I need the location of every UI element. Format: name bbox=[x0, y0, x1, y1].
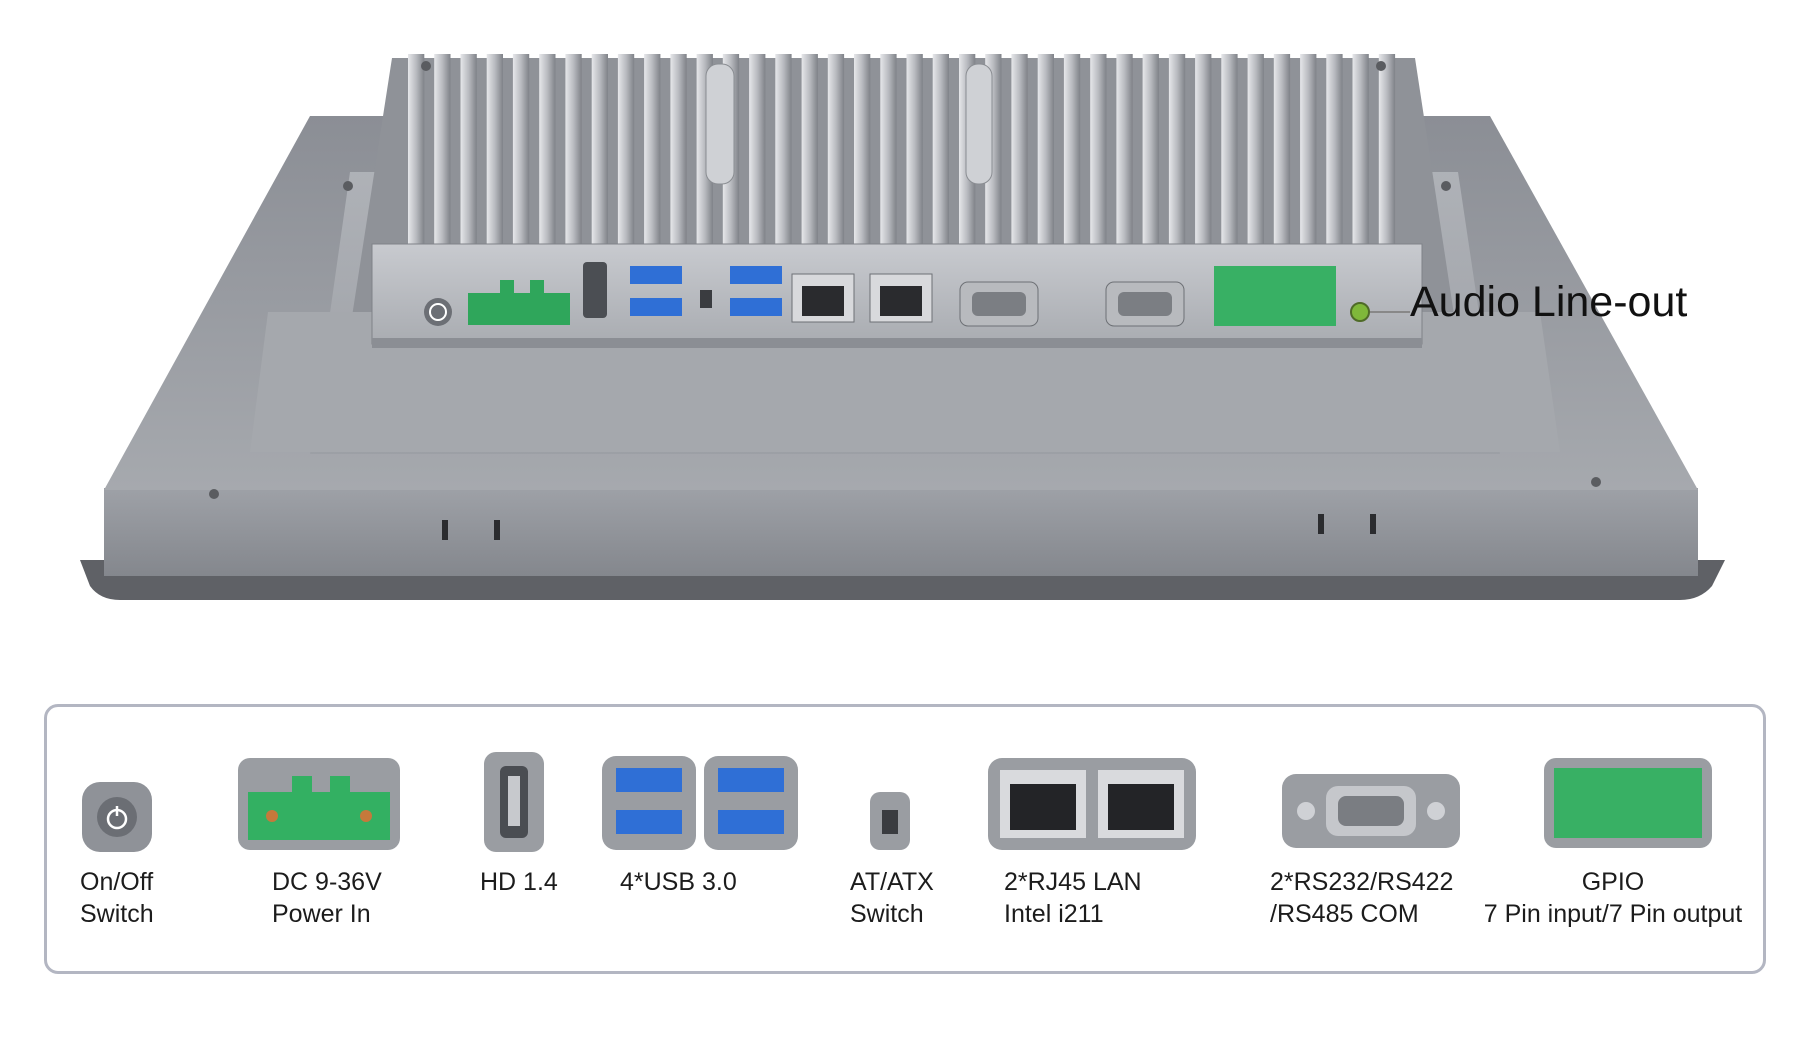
gpio-terminal-icon bbox=[1544, 758, 1712, 848]
rj45-ports-icon bbox=[988, 758, 1196, 850]
label-com: 2*RS232/RS422 /RS485 COM bbox=[1270, 866, 1453, 930]
heatsink-fin bbox=[486, 54, 503, 244]
dc-terminal-icon bbox=[238, 758, 400, 850]
heatsink-fin bbox=[644, 54, 661, 244]
label-rj45-line1: 2*RJ45 LAN bbox=[1004, 868, 1142, 896]
heatsink-fin bbox=[1037, 54, 1054, 244]
heatsink-fin bbox=[670, 54, 687, 244]
hdmi-port-icon bbox=[484, 752, 544, 852]
heatsink-fin bbox=[1116, 54, 1133, 244]
heatsink-fin bbox=[749, 54, 766, 244]
label-dc: DC 9-36V Power In bbox=[272, 866, 382, 930]
label-hd-line1: HD 1.4 bbox=[480, 868, 558, 896]
label-gpio: GPIO 7 Pin input/7 Pin output bbox=[1480, 866, 1746, 930]
label-usb: 4*USB 3.0 bbox=[620, 866, 737, 898]
at-atx-switch-icon bbox=[870, 792, 910, 850]
heatsink-fin bbox=[801, 54, 818, 244]
heatsink-fin bbox=[1221, 54, 1238, 244]
com-port-icon bbox=[1282, 774, 1460, 848]
heatsink-fin bbox=[1247, 54, 1264, 244]
label-com-line1: 2*RS232/RS422 bbox=[1270, 868, 1454, 896]
heatsink-fin bbox=[617, 54, 635, 244]
label-at-atx-line1: AT/ATX bbox=[850, 868, 934, 896]
panel-pc-rear-view bbox=[80, 54, 1725, 600]
heatsink-fin bbox=[906, 54, 923, 244]
label-gpio-line2: 7 Pin input/7 Pin output bbox=[1483, 900, 1743, 928]
heatsink-fin bbox=[880, 54, 897, 244]
heatsink-fin bbox=[932, 54, 949, 244]
heatsink-fin bbox=[1352, 54, 1369, 244]
label-hd: HD 1.4 bbox=[480, 866, 558, 898]
label-at-atx-line2: Switch bbox=[850, 900, 924, 928]
label-usb-line1: 4*USB 3.0 bbox=[620, 868, 737, 896]
label-rj45: 2*RJ45 LAN Intel i211 bbox=[1004, 866, 1142, 930]
usb-ports-icon bbox=[602, 756, 798, 850]
heatsink-fin bbox=[1142, 54, 1159, 244]
heatsink-fin bbox=[565, 54, 582, 244]
heatsink-fin bbox=[1195, 54, 1212, 244]
label-on-off: On/Off Switch bbox=[80, 866, 154, 930]
label-dc-line1: DC 9-36V bbox=[272, 868, 382, 896]
heatsink-fin bbox=[591, 54, 608, 244]
heatsink-fin bbox=[1168, 54, 1186, 244]
heatsink-fin bbox=[1273, 54, 1291, 244]
heatsink-fin bbox=[512, 54, 530, 244]
heatsink-fin bbox=[408, 54, 425, 244]
label-rj45-line2: Intel i211 bbox=[1004, 900, 1104, 928]
label-com-line2: /RS485 COM bbox=[1270, 900, 1419, 928]
label-dc-line2: Power In bbox=[272, 900, 371, 928]
heatsink-fin bbox=[434, 54, 451, 244]
heatsink-fin bbox=[775, 54, 792, 244]
heatsink-fin bbox=[1011, 54, 1028, 244]
label-at-atx: AT/ATX Switch bbox=[850, 866, 934, 930]
label-on-off-line2: Switch bbox=[80, 900, 154, 928]
label-gpio-line1: GPIO bbox=[1581, 868, 1645, 896]
heatsink-fin bbox=[1300, 54, 1317, 244]
heatsink-fin bbox=[827, 54, 845, 244]
power-button-icon bbox=[82, 782, 152, 852]
heatsink-fin bbox=[460, 54, 477, 244]
heatsink-fin bbox=[539, 54, 556, 244]
heatsink-fin bbox=[1090, 54, 1107, 244]
audio-line-out-callout: Audio Line-out bbox=[1410, 278, 1688, 326]
heatsink-fin bbox=[1326, 54, 1343, 244]
heatsink-fin bbox=[1063, 54, 1081, 244]
heatsink-fin bbox=[854, 54, 871, 244]
heatsink-fin bbox=[1378, 54, 1396, 244]
label-on-off-line1: On/Off bbox=[80, 868, 154, 896]
